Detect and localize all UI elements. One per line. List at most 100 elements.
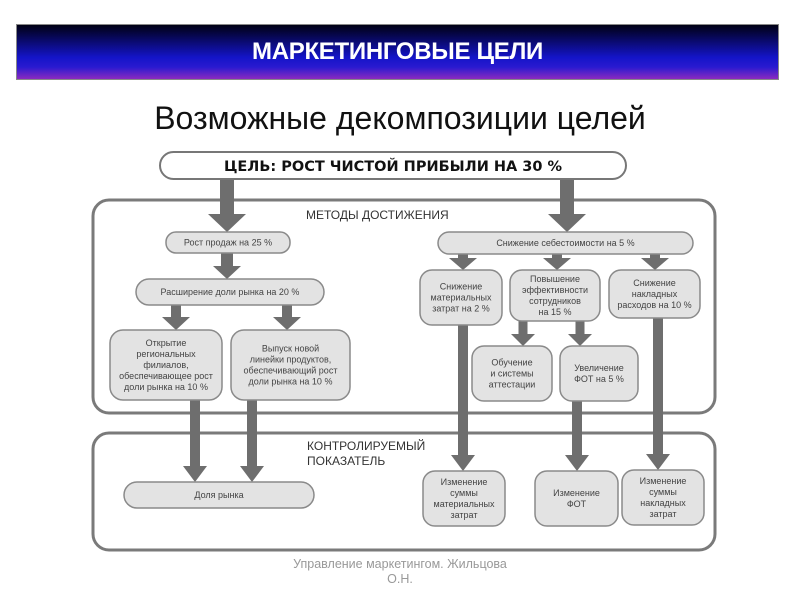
arrow-goal-to-sales-shaft <box>220 178 234 215</box>
footer-line-1: Управление маркетингом. Жильцова <box>293 557 507 571</box>
arrow-share-to-branches-shaft <box>171 305 181 318</box>
indicator-section-label: КОНТРОЛИРУЕМЫЙ <box>307 438 425 453</box>
methods-section-label: МЕТОДЫ ДОСТИЖЕНИЯ <box>306 208 449 222</box>
arrow-share-to-product-head <box>273 317 301 330</box>
node-regional-branches-text: обеспечивающее рост <box>119 371 213 381</box>
arrow-cost-to-staff-head <box>543 258 571 270</box>
indicator-material-costs-text: Изменение <box>441 477 488 487</box>
arrow-overhead-to-indicator-shaft <box>653 318 663 455</box>
arrow-cost-to-staff-shaft <box>552 254 562 259</box>
node-overhead-reduction-text: накладных <box>632 289 678 299</box>
arrow-product-to-share-indicator-head <box>240 466 264 482</box>
indicator-overhead-costs-shape <box>621 469 705 526</box>
indicator-market-share-shape <box>123 481 315 509</box>
node-training-attestation-text: аттестации <box>489 380 536 390</box>
node-regional-branches-shape <box>109 329 223 401</box>
arrow-staff-to-payroll-head <box>568 334 592 346</box>
indicator-material-costs-text: затрат <box>451 510 478 520</box>
node-regional-branches-text: региональных <box>136 349 196 359</box>
arrow-product-to-share-indicator-shaft <box>247 400 257 467</box>
node-overhead-reduction-shape <box>608 269 701 319</box>
node-staff-efficiency-text: на 15 % <box>539 307 572 317</box>
footer-credit: Управление маркетингом. Жильцова О.Н. <box>270 557 530 587</box>
node-new-product-line-text: доли рынка на 10 % <box>249 377 333 387</box>
indicator-overhead-costs-text: Изменение <box>640 476 687 486</box>
arrow-staff-to-training-head <box>511 334 535 346</box>
arrow-goal-to-cost-head <box>548 214 586 232</box>
node-new-product-line-shape <box>230 329 351 401</box>
arrow-overhead-to-indicator-head <box>646 454 670 470</box>
node-regional-branches: Открытиерегиональныхфилиалов,обеспечиваю… <box>109 329 223 401</box>
indicator-payroll-shape <box>534 470 619 527</box>
node-payroll-increase-shape <box>559 345 639 402</box>
node-staff-efficiency-text: эффективности <box>522 285 588 295</box>
node-market-share-expansion-shape <box>135 278 325 306</box>
node-market-share-expansion: Расширение доли рынка на 20 % <box>135 278 325 306</box>
node-cost-reduction: Снижение себестоимости на 5 % <box>437 231 694 255</box>
node-material-costs-shape <box>419 269 503 326</box>
node-overhead-reduction-text: расходов на 10 % <box>617 300 691 310</box>
arrow-goal-to-cost-shaft <box>560 178 574 215</box>
node-material-costs-text: затрат на 2 % <box>432 304 489 314</box>
arrow-sales-to-share-shaft <box>221 252 233 267</box>
indicator-material-costs-shape <box>422 470 506 527</box>
node-new-product-line-text: обеспечивающий рост <box>244 366 338 376</box>
node-payroll-increase-text: ФОТ на 5 % <box>574 374 624 384</box>
arrow-staff-to-training-shaft <box>518 320 528 335</box>
indicator-overhead-costs-text: накладных <box>640 498 686 508</box>
arrow-payroll-to-indicator-shaft <box>572 400 582 456</box>
arrow-material-to-indicator-head <box>451 455 475 471</box>
arrow-share-to-product-shaft <box>282 305 292 318</box>
node-cost-reduction-shape <box>437 231 694 255</box>
node-cost-reduction-text: Снижение себестоимости на 5 % <box>496 238 634 248</box>
node-sales-growth-text: Рост продаж на 25 % <box>184 238 272 248</box>
arrow-branches-to-share-indicator-head <box>183 466 207 482</box>
node-regional-branches-text: филиалов, <box>143 360 188 370</box>
node-staff-efficiency-text: сотрудников <box>529 296 581 306</box>
indicator-section-label: ПОКАЗАТЕЛЬ <box>307 454 385 468</box>
arrow-goal-to-sales-head <box>208 214 246 232</box>
arrow-branches-to-share-indicator-shaft <box>190 400 200 467</box>
node-sales-growth: Рост продаж на 25 % <box>165 231 291 254</box>
node-new-product-line-text: Выпуск новой <box>262 344 319 354</box>
indicator-material-costs-text: суммы <box>450 488 478 498</box>
arrow-cost-to-overhead-shaft <box>650 254 660 259</box>
indicator-overhead-costs-text: суммы <box>649 487 677 497</box>
arrow-sales-to-share-head <box>213 266 241 279</box>
node-regional-branches-text: доли рынка на 10 % <box>124 382 208 392</box>
arrow-payroll-to-indicator-head <box>565 455 589 471</box>
node-training-attestation-text: и системы <box>490 369 533 379</box>
node-regional-branches-text: Открытие <box>146 338 187 348</box>
node-sales-growth-shape <box>165 231 291 254</box>
node-new-product-line-text: линейки продуктов, <box>250 355 332 365</box>
node-training-attestation-shape <box>471 345 553 402</box>
goal-text: ЦЕЛЬ: РОСТ ЧИСТОЙ ПРИБЫЛИ НА 30 % <box>224 158 563 175</box>
node-material-costs-text: материальных <box>431 293 492 303</box>
arrow-material-to-indicator-shaft <box>458 325 468 456</box>
indicator-payroll-text: ФОТ <box>567 499 587 509</box>
arrow-cost-to-material-head <box>449 258 477 270</box>
arrow-cost-to-overhead-head <box>641 258 669 270</box>
header-title: МАРКЕТИНГОВЫЕ ЦЕЛИ <box>252 38 543 65</box>
node-overhead-reduction-text: Снижение <box>633 278 676 288</box>
arrow-cost-to-material-shaft <box>458 254 468 259</box>
node-material-costs-text: Снижение <box>440 282 483 292</box>
indicator-market-share: Доля рынка <box>123 481 315 509</box>
footer-line-2: О.Н. <box>387 572 413 586</box>
node-market-share-expansion-text: Расширение доли рынка на 20 % <box>161 287 300 297</box>
node-staff-efficiency-shape <box>509 269 601 322</box>
node-payroll-increase-text: Увеличение <box>574 363 624 373</box>
slide-subtitle: Возможные декомпозиции целей <box>154 100 646 136</box>
header-banner: МАРКЕТИНГОВЫЕ ЦЕЛИ <box>16 24 779 80</box>
goal-box <box>159 151 627 180</box>
